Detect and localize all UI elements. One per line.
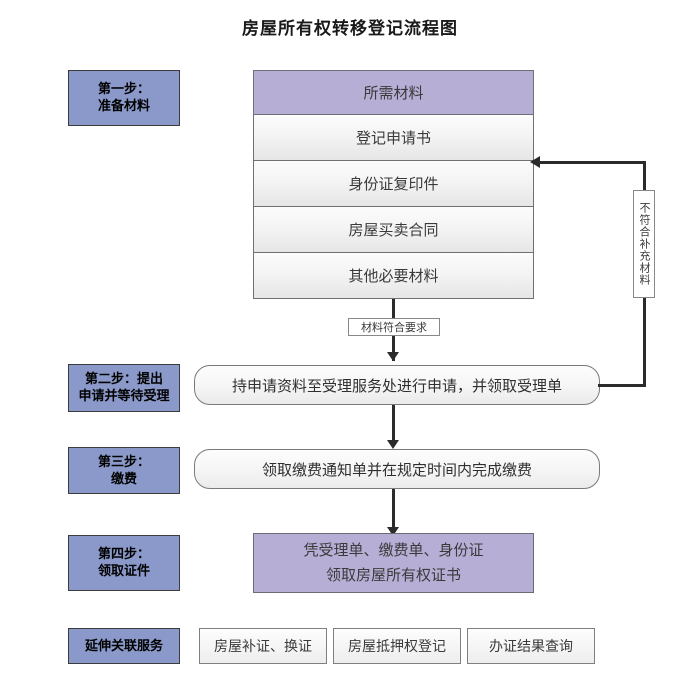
stage-label-step2-line2: 申请并等待受理 (78, 389, 170, 404)
process-box-step3-text: 领取缴费通知单并在规定时间内完成缴费 (261, 460, 532, 479)
arrow-step3-to-step4-icon (387, 527, 399, 536)
service-box-mortgage-registration-text: 房屋抵押权登记 (348, 639, 446, 655)
edge-label-reject-supplement-text: 不符合补充材料 (638, 202, 651, 286)
process-box-step4-line2: 领取房屋所有权证书 (325, 566, 461, 584)
materials-header-text: 所需材料 (363, 84, 424, 102)
materials-item-3[interactable]: 房屋买卖合同 (253, 207, 534, 253)
connector-step3-to-step4 (392, 489, 395, 531)
process-box-step2[interactable]: 持申请资料至受理服务处进行申请，并领取受理单 (194, 365, 600, 405)
materials-item-1-text: 登记申请书 (355, 129, 431, 147)
page-title: 房屋所有权转移登记流程图 (242, 19, 458, 39)
materials-item-2[interactable]: 身份证复印件 (253, 161, 534, 207)
arrow-reject-to-materials-icon (530, 156, 540, 168)
process-box-step3[interactable]: 领取缴费通知单并在规定时间内完成缴费 (194, 449, 600, 489)
service-box-mortgage-registration[interactable]: 房屋抵押权登记 (333, 628, 461, 664)
connector-step2-to-step3 (392, 405, 395, 442)
materials-item-4[interactable]: 其他必要材料 (253, 253, 534, 299)
process-box-step4-line1: 凭受理单、缴费单、身份证 (303, 541, 484, 559)
stage-label-step1-line2: 准备材料 (97, 99, 150, 114)
stage-label-step1[interactable]: 第一步： 准备材料 (68, 70, 180, 126)
edge-label-reject-supplement: 不符合补充材料 (633, 190, 655, 298)
connector-reject-right-segment (598, 384, 646, 387)
materials-item-1[interactable]: 登记申请书 (253, 115, 534, 161)
stage-label-step4[interactable]: 第四步： 领取证件 (68, 535, 180, 591)
stage-label-step2-line1: 第二步：提出 (84, 372, 163, 387)
arrow-step2-to-step3-icon (387, 440, 399, 449)
process-box-step2-text: 持申请资料至受理服务处进行申请，并领取受理单 (231, 376, 562, 395)
materials-item-4-text: 其他必要材料 (348, 267, 439, 285)
materials-item-3-text: 房屋买卖合同 (348, 221, 439, 239)
process-box-step4[interactable]: 凭受理单、缴费单、身份证 领取房屋所有权证书 (253, 533, 534, 593)
stage-label-step3-line2: 缴费 (110, 471, 137, 487)
edge-label-materials-pass-text: 材料符合要求 (361, 321, 427, 334)
stage-label-step4-line2: 领取证件 (97, 564, 150, 579)
stage-label-extra-services[interactable]: 延伸关联服务 (68, 628, 180, 664)
stage-label-step1-line1: 第一步： (97, 82, 150, 97)
service-box-result-query[interactable]: 办证结果查询 (467, 628, 595, 664)
stage-label-step3[interactable]: 第三步： 缴费 (68, 447, 180, 494)
arrow-materials-to-step2-icon (387, 352, 399, 361)
materials-item-2-text: 身份证复印件 (348, 175, 439, 193)
stage-label-step4-line1: 第四步： (97, 547, 150, 562)
service-box-result-query-text: 办证结果查询 (489, 639, 573, 655)
stage-label-step2[interactable]: 第二步：提出 申请并等待受理 (68, 364, 180, 412)
service-box-reissue-exchange-text: 房屋补证、换证 (214, 639, 312, 655)
connector-reject-top-segment (540, 161, 646, 164)
stage-label-extra-services-text: 延伸关联服务 (84, 638, 163, 654)
stage-label-step3-line1: 第三步： (97, 454, 150, 470)
materials-header: 所需材料 (253, 70, 534, 115)
edge-label-materials-pass: 材料符合要求 (348, 318, 440, 336)
service-box-reissue-exchange[interactable]: 房屋补证、换证 (199, 628, 327, 664)
